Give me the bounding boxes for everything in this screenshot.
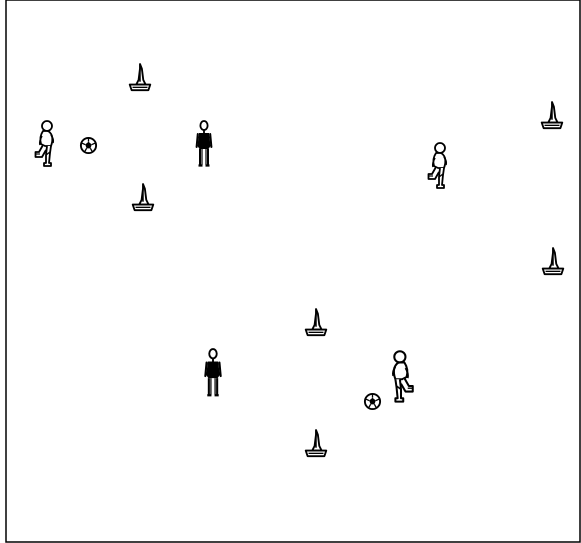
player-kicking-icon-1: [36, 121, 54, 166]
cone-icon-6: [306, 430, 327, 456]
cone-icon-3: [542, 102, 563, 128]
player-kicking-icon-3: [393, 351, 413, 401]
cone-icon-4: [543, 248, 564, 274]
cone-icon-1: [130, 64, 151, 90]
cone-icon-2: [133, 184, 154, 210]
player-kicking-icon-2: [429, 143, 447, 188]
diagram-frame: [6, 0, 580, 542]
soccer-ball-icon-1: [81, 138, 96, 153]
cone-icon-5: [306, 309, 327, 335]
player-standing-icon-2: [205, 349, 220, 395]
drill-elements: [36, 64, 564, 456]
soccer-ball-icon-2: [365, 394, 380, 409]
player-standing-icon-1: [197, 121, 212, 166]
